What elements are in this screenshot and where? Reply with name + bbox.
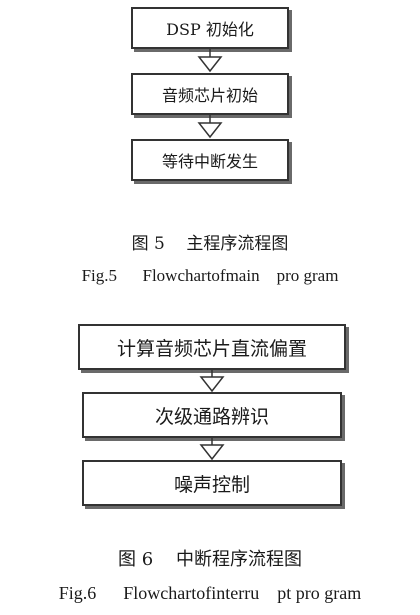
down-arrow-icon bbox=[199, 370, 225, 393]
figure-5-caption-cn: 图 5 主程序流程图 bbox=[131, 234, 289, 254]
figure-6-caption-en: Fig.6 Flowchartofinterru pt pro gram bbox=[58, 583, 362, 603]
step-noise-control: 噪声控制 bbox=[82, 460, 342, 506]
figure-5-caption-en: Fig.5 Flowchartofmain pro gram bbox=[81, 266, 339, 285]
step-audio-chip-init: 音频芯片初始 bbox=[131, 73, 289, 115]
down-arrow-icon bbox=[197, 49, 223, 73]
step-compute-dc-offset: 计算音频芯片直流偏置 bbox=[78, 324, 346, 370]
step-wait-interrupt: 等待中断发生 bbox=[131, 139, 289, 181]
figure-6-caption-cn: 图 6 中断程序流程图 bbox=[117, 549, 303, 570]
down-arrow-icon bbox=[199, 438, 225, 461]
step-secondary-path-identification: 次级通路辨识 bbox=[82, 392, 342, 438]
step-dsp-init: DSP 初始化 bbox=[131, 7, 289, 49]
down-arrow-icon bbox=[197, 115, 223, 139]
